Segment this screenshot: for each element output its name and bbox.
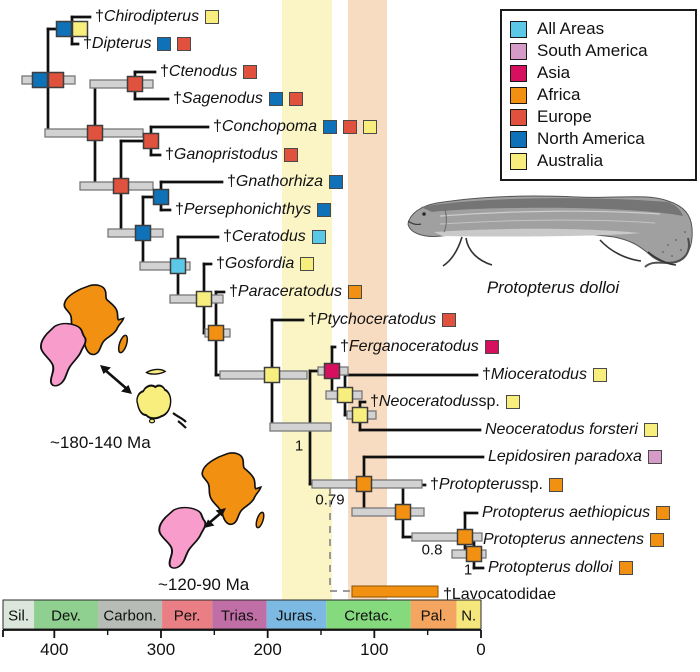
dashed-connector [329,487,352,592]
madagascar-shape-2 [255,511,265,529]
legend-item: North America [510,128,687,150]
time-bands [282,0,387,600]
range-bar-group [329,487,439,598]
divergence-arrow-1 [100,365,132,394]
legend-swatch [510,108,527,126]
madagascar-shape [117,334,129,354]
node-bar [411,532,483,542]
legend-item: Africa [510,84,687,106]
node-square [351,406,369,424]
legend-item: All Areas [510,18,687,40]
node-bar [269,422,332,432]
node-square [126,75,144,93]
node-square [47,71,65,89]
fish-caption: Protopterus dolloi [486,278,620,297]
legend-item: Europe [510,106,687,128]
node-bar [139,261,191,271]
continent-split-2 [158,452,265,569]
legend-swatch [510,152,527,170]
legend-label: Asia [537,63,571,82]
node-square [112,177,130,195]
node-square [355,475,373,493]
node-square [263,366,281,384]
legend-item: Australia [510,150,687,172]
timescale-segment [326,600,411,629]
australia-shape [136,384,172,420]
timescale-segment [410,600,457,629]
node-bar [89,79,154,89]
node-bar [351,507,425,517]
range-bar-lavocatodidae [351,585,439,598]
timescale-segment [456,600,481,629]
node-square [31,71,49,89]
legend-label: North America [537,129,645,148]
node-square [134,224,152,242]
timescale-segment [3,600,35,629]
node-square [55,20,73,38]
africa-shape-2 [201,452,263,526]
timescale-segment [162,600,213,629]
legend-item: South America [510,40,687,62]
time-axis [2,629,482,638]
legend-label: Europe [537,107,592,126]
south-america-shape [39,322,87,387]
node-area-squares [31,20,483,563]
fish-illustration [407,195,693,268]
band [282,0,332,600]
legend-label: Africa [537,85,581,104]
node-square [71,20,89,38]
node-square [394,503,412,521]
legend-swatch [510,64,527,82]
africa-shape [63,284,125,356]
node-square [465,545,483,563]
timescale-segment [212,600,267,629]
new-zealand-shape [172,412,187,429]
band [348,0,387,600]
node-square [323,362,341,380]
legend-label: South America [537,41,648,60]
node-square [336,386,354,404]
timescale-segment [34,600,99,629]
new-guinea-shape [145,368,167,375]
legend-label: Australia [537,151,604,170]
legend-label: All Areas [537,19,605,38]
divergence-arrow-2 [204,508,226,528]
node-square [142,132,160,150]
timescale-bar [2,599,482,630]
legend-item: Asia [510,62,687,84]
node-square [169,257,187,275]
node-square [195,290,213,308]
south-america-shape-2 [158,506,207,569]
node-square [456,528,474,546]
legend-swatch [510,20,527,38]
node-square [152,188,170,206]
tasmania-shape [148,418,156,424]
node-bar [219,370,308,380]
continent-split-1 [39,284,187,429]
timescale-segment [266,600,327,629]
timescale-segment [98,600,163,629]
node-square [207,324,225,342]
node-square [86,124,104,142]
timescale-outline [2,599,482,630]
legend-swatch [510,42,527,60]
legend-swatch [510,130,527,148]
legend-swatch [510,86,527,104]
